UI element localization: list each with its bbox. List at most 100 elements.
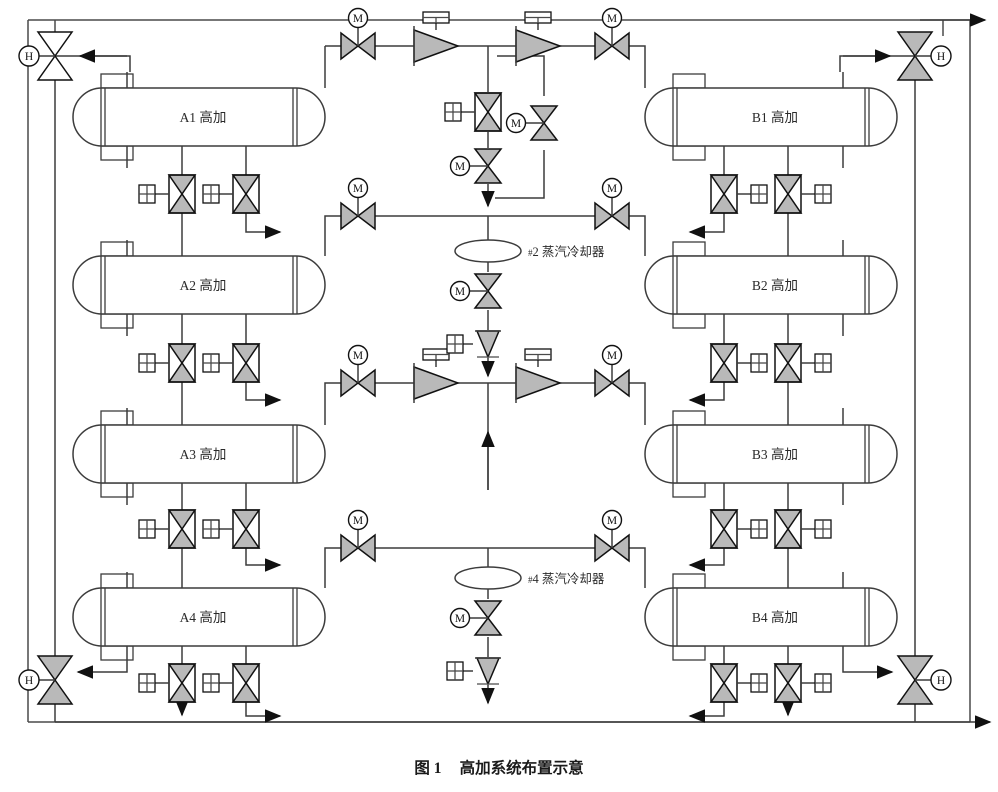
gate-valve-b3-left[interactable] bbox=[709, 509, 768, 549]
gate-valve-b4-left[interactable] bbox=[709, 663, 768, 703]
vessel-label: B1 高加 bbox=[752, 109, 798, 125]
steam-cooler-c2 bbox=[454, 239, 522, 263]
cooler-label-sup: # bbox=[528, 575, 533, 585]
gate-valve-b2-left[interactable] bbox=[709, 343, 768, 383]
nozzle-top bbox=[672, 241, 706, 257]
steam-cooler-c4 bbox=[454, 566, 522, 590]
caption-number: 图 1 bbox=[414, 760, 442, 777]
motor-glyph: M bbox=[607, 183, 617, 195]
motor-glyph: M bbox=[353, 350, 363, 362]
check-valve-center-row2[interactable] bbox=[446, 330, 501, 359]
motor-valve-center-row4[interactable]: M bbox=[449, 600, 503, 636]
vessel-a4: A4 高加 bbox=[72, 573, 326, 661]
vessel-shell bbox=[644, 424, 898, 484]
motor-actuator bbox=[347, 7, 369, 29]
vessel-label: A3 高加 bbox=[180, 446, 227, 462]
motor-actuator bbox=[347, 177, 369, 199]
gate-valve-a3-right[interactable] bbox=[202, 509, 261, 549]
nozzle-top bbox=[100, 573, 134, 589]
motor-valve-a-row2[interactable]: M bbox=[340, 177, 376, 231]
steam-headers bbox=[332, 45, 638, 549]
handwheel-valve-top-left[interactable]: H bbox=[18, 31, 74, 81]
figure-caption: 图 1 高加系统布置示意 bbox=[0, 756, 998, 778]
motor-actuator bbox=[347, 344, 369, 366]
gate-valve-a4-right[interactable] bbox=[202, 663, 261, 703]
cooler-label-text: 蒸汽冷却器 bbox=[539, 244, 605, 259]
nozzle-top bbox=[100, 410, 134, 426]
gate-valve-b3-right[interactable] bbox=[773, 509, 832, 549]
motor-valve-center-row1[interactable]: M bbox=[449, 148, 503, 184]
gate-valve-a1-right[interactable] bbox=[202, 174, 261, 214]
gate-valve-a2-left[interactable] bbox=[138, 343, 197, 383]
motor-valve-b-row3[interactable]: M bbox=[594, 344, 630, 398]
motor-valve-a-row1[interactable]: M bbox=[340, 7, 376, 61]
gate-valve-a2-right[interactable] bbox=[202, 343, 261, 383]
nozzle-bottom bbox=[672, 313, 706, 329]
motor-valve-a-row4[interactable]: M bbox=[340, 509, 376, 563]
vessel-a3: A3 高加 bbox=[72, 410, 326, 498]
handwheel-actuator bbox=[18, 45, 40, 67]
nozzle-bottom bbox=[672, 482, 706, 498]
check-valve-b-row3[interactable] bbox=[515, 348, 563, 403]
motor-actuator bbox=[601, 177, 623, 199]
motor-valve-b-row2[interactable]: M bbox=[594, 177, 630, 231]
nozzle-top bbox=[672, 73, 706, 89]
nozzle-top bbox=[100, 73, 134, 89]
vessel-label: B2 高加 bbox=[752, 277, 798, 293]
motor-glyph: M bbox=[353, 183, 363, 195]
gate-valve-b1-left[interactable] bbox=[709, 174, 768, 214]
vessel-label: A4 高加 bbox=[180, 609, 227, 625]
check-valve-a-row1[interactable] bbox=[413, 11, 461, 66]
vessel-shell bbox=[644, 87, 898, 147]
handwheel-actuator bbox=[930, 669, 952, 691]
check-valve-b-row1[interactable] bbox=[515, 11, 563, 66]
motor-glyph: M bbox=[511, 118, 521, 130]
motor-actuator bbox=[449, 155, 471, 177]
handwheel-valve-top-right[interactable]: H bbox=[896, 31, 952, 81]
gate-valve-b2-right[interactable] bbox=[773, 343, 832, 383]
caption-title: 高加系统布置示意 bbox=[459, 760, 584, 777]
labels-layer: #2 蒸汽冷却器#4 蒸汽冷却器 bbox=[528, 244, 605, 586]
gate-valve-a3-left[interactable] bbox=[138, 509, 197, 549]
handwheel-valve-bottom-right[interactable]: H bbox=[896, 655, 952, 705]
vessel-b3: B3 高加 bbox=[644, 410, 898, 498]
nozzle-top bbox=[672, 410, 706, 426]
gate-valve-b4-right[interactable] bbox=[773, 663, 832, 703]
nozzle-bottom bbox=[100, 645, 134, 661]
motor-glyph: M bbox=[455, 613, 465, 625]
check-valve-a-row3[interactable] bbox=[413, 348, 461, 403]
motor-actuator bbox=[601, 344, 623, 366]
gate-valve-a1-left[interactable] bbox=[138, 174, 197, 214]
nozzle-bottom bbox=[100, 145, 134, 161]
gate-valve-a4-left[interactable] bbox=[138, 663, 197, 703]
motor-actuator bbox=[601, 509, 623, 531]
cooler-label-sup: # bbox=[528, 248, 533, 258]
handwheel-valve-bottom-left[interactable]: H bbox=[18, 655, 74, 705]
nozzle-bottom bbox=[100, 313, 134, 329]
gate-valve-b1-right[interactable] bbox=[773, 174, 832, 214]
motor-valve-b-row1[interactable]: M bbox=[594, 7, 630, 61]
vessel-shell bbox=[644, 587, 898, 647]
a-side-piping bbox=[54, 36, 332, 723]
vessel-label: A2 高加 bbox=[180, 277, 227, 293]
motor-valve-center-row2[interactable]: M bbox=[449, 273, 503, 309]
motor-valve-b-row4[interactable]: M bbox=[594, 509, 630, 563]
motor-valve-center-bypass[interactable]: M bbox=[505, 105, 559, 141]
nozzle-bottom bbox=[672, 645, 706, 661]
motor-glyph: M bbox=[607, 13, 617, 25]
nozzle-bottom bbox=[672, 145, 706, 161]
nozzle-top bbox=[672, 573, 706, 589]
cooler-label-text: 蒸汽冷却器 bbox=[539, 571, 605, 586]
symbols-layer[interactable]: H H H H M M M M M M M M M M M M bbox=[18, 7, 952, 705]
motor-actuator bbox=[347, 509, 369, 531]
vessel-a1: A1 高加 bbox=[72, 73, 326, 161]
motor-actuator bbox=[449, 607, 471, 629]
cooler-shell bbox=[454, 239, 522, 263]
handwheel-glyph: H bbox=[937, 675, 945, 687]
motor-glyph: M bbox=[455, 286, 465, 298]
gate-valve-center-row1[interactable] bbox=[444, 92, 503, 132]
check-valve-center-row4[interactable] bbox=[446, 657, 501, 686]
motor-valve-a-row3[interactable]: M bbox=[340, 344, 376, 398]
